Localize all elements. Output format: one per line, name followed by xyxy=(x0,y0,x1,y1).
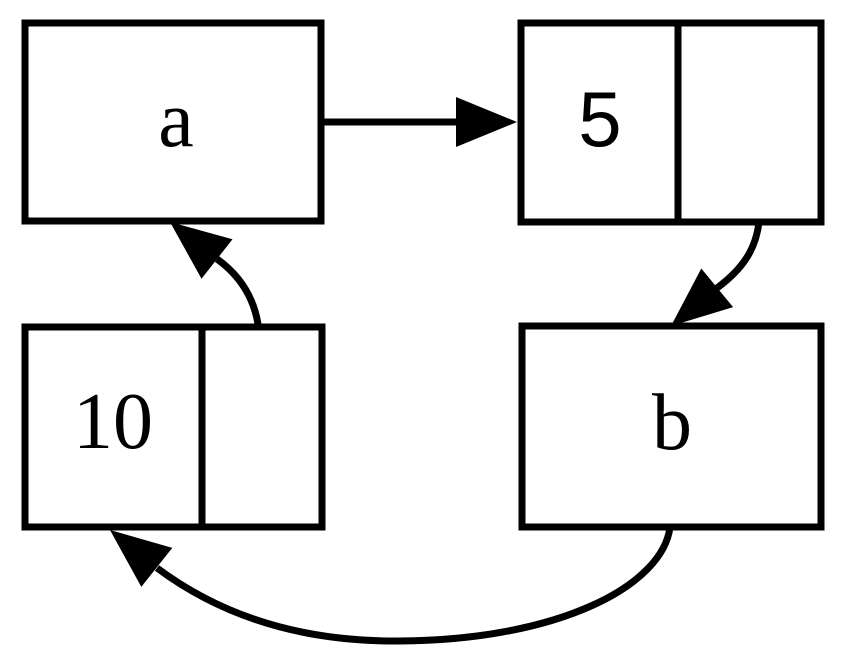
variable-a-box xyxy=(21,19,325,225)
record-node2-box xyxy=(21,323,326,531)
variable-b-label: b xyxy=(652,379,692,467)
record-node2: 10 xyxy=(21,323,326,531)
variable-a-label: a xyxy=(158,76,194,164)
edge-node1-to-b-line xyxy=(714,221,763,291)
edge-node2-to-a-arrowhead-icon xyxy=(170,222,233,279)
record-node1: 5 xyxy=(517,19,825,226)
edge-node1-to-b xyxy=(671,221,763,326)
edge-a-to-node1-arrowhead-icon xyxy=(456,97,517,147)
edge-node2-to-a-line xyxy=(214,256,262,325)
edge-b-to-node2-line xyxy=(154,526,674,645)
edge-b-to-node2-arrowhead-icon xyxy=(110,530,173,587)
record-node1-box xyxy=(517,19,825,226)
variable-a-node: a xyxy=(21,19,325,225)
record-node2-value-label: 10 xyxy=(73,378,153,466)
edge-b-to-node2 xyxy=(110,526,674,645)
edge-node2-to-a xyxy=(170,222,262,325)
edge-node1-to-b-arrowhead-icon xyxy=(671,268,734,326)
record-node1-value-label: 5 xyxy=(578,75,621,163)
edge-a-to-node1 xyxy=(321,97,517,147)
variable-b-node: b xyxy=(518,322,825,531)
variable-b-box xyxy=(518,322,825,531)
